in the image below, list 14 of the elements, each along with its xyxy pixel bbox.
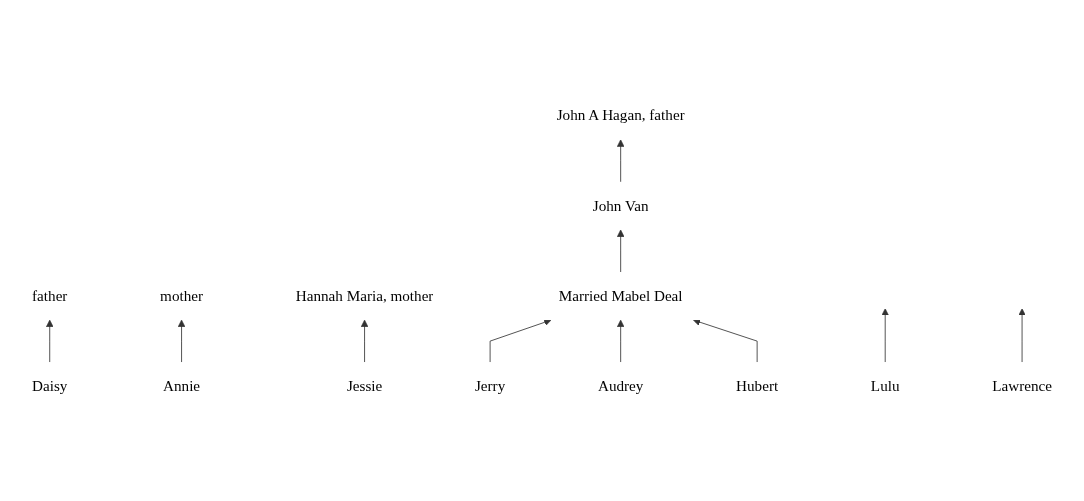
node-text: Annie — [163, 376, 201, 394]
node-text: Hannah Maria, mother — [295, 286, 434, 304]
node-text: John A Hagan, father — [556, 106, 685, 124]
node-text: Daisy — [32, 376, 68, 394]
node-text: John Van — [592, 196, 649, 214]
node-text: Audrey — [597, 376, 644, 394]
node-text: mother — [160, 286, 204, 304]
node-text: Lulu — [870, 376, 900, 394]
node-text: Hubert — [736, 376, 779, 394]
node-text: Married Mabel Deal — [558, 286, 683, 304]
node-text: father — [32, 286, 68, 304]
node-text: Lawrence — [992, 376, 1052, 394]
node-text: Jessie — [346, 376, 383, 394]
node-text: Jerry — [474, 376, 506, 394]
